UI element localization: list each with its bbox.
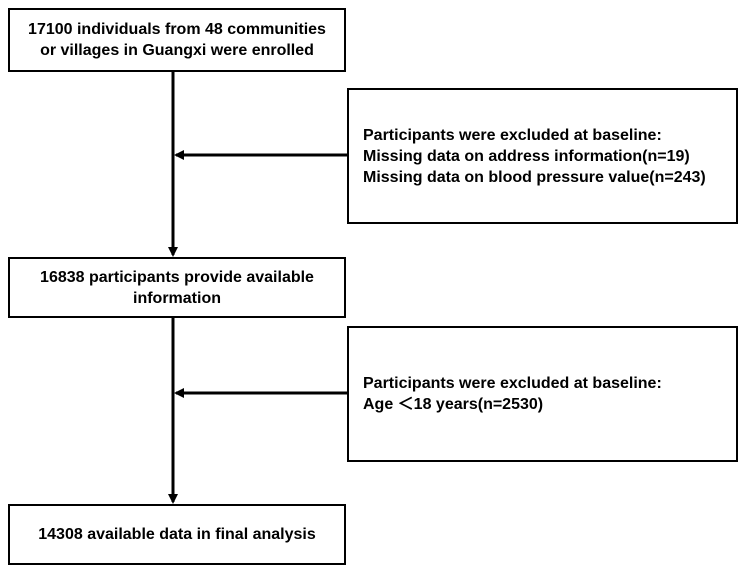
exclusion-1-address: Missing data on address information(n=19… [363,147,690,165]
exclusion-1-heading: Participants were excluded at baseline: [363,126,662,144]
exclusion-box-2: Participants were excluded at baseline: … [347,326,738,462]
exclusion-box-1: Participants were excluded at baseline: … [347,88,738,224]
available-info-line-1: 16838 participants provide available [40,268,314,286]
enrollment-box: 17100 individuals from 48 communities or… [8,8,346,72]
final-analysis-box: 14308 available data in final analysis [8,504,346,565]
final-analysis-line: 14308 available data in final analysis [38,526,316,543]
exclusion-2-heading: Participants were excluded at baseline: [363,375,662,392]
exclusion-2-age: Age ＜18 years(n=2530) [363,396,544,413]
available-info-box: 16838 participants provide available inf… [8,257,346,318]
enrollment-line-1: 17100 individuals from 48 communities [28,21,326,38]
exclusion-1-blood-pressure: Missing data on blood pressure value(n=2… [363,168,706,186]
available-info-line-2: information [133,289,221,307]
enrollment-line-2: or villages in Guangxi were enrolled [40,42,314,59]
